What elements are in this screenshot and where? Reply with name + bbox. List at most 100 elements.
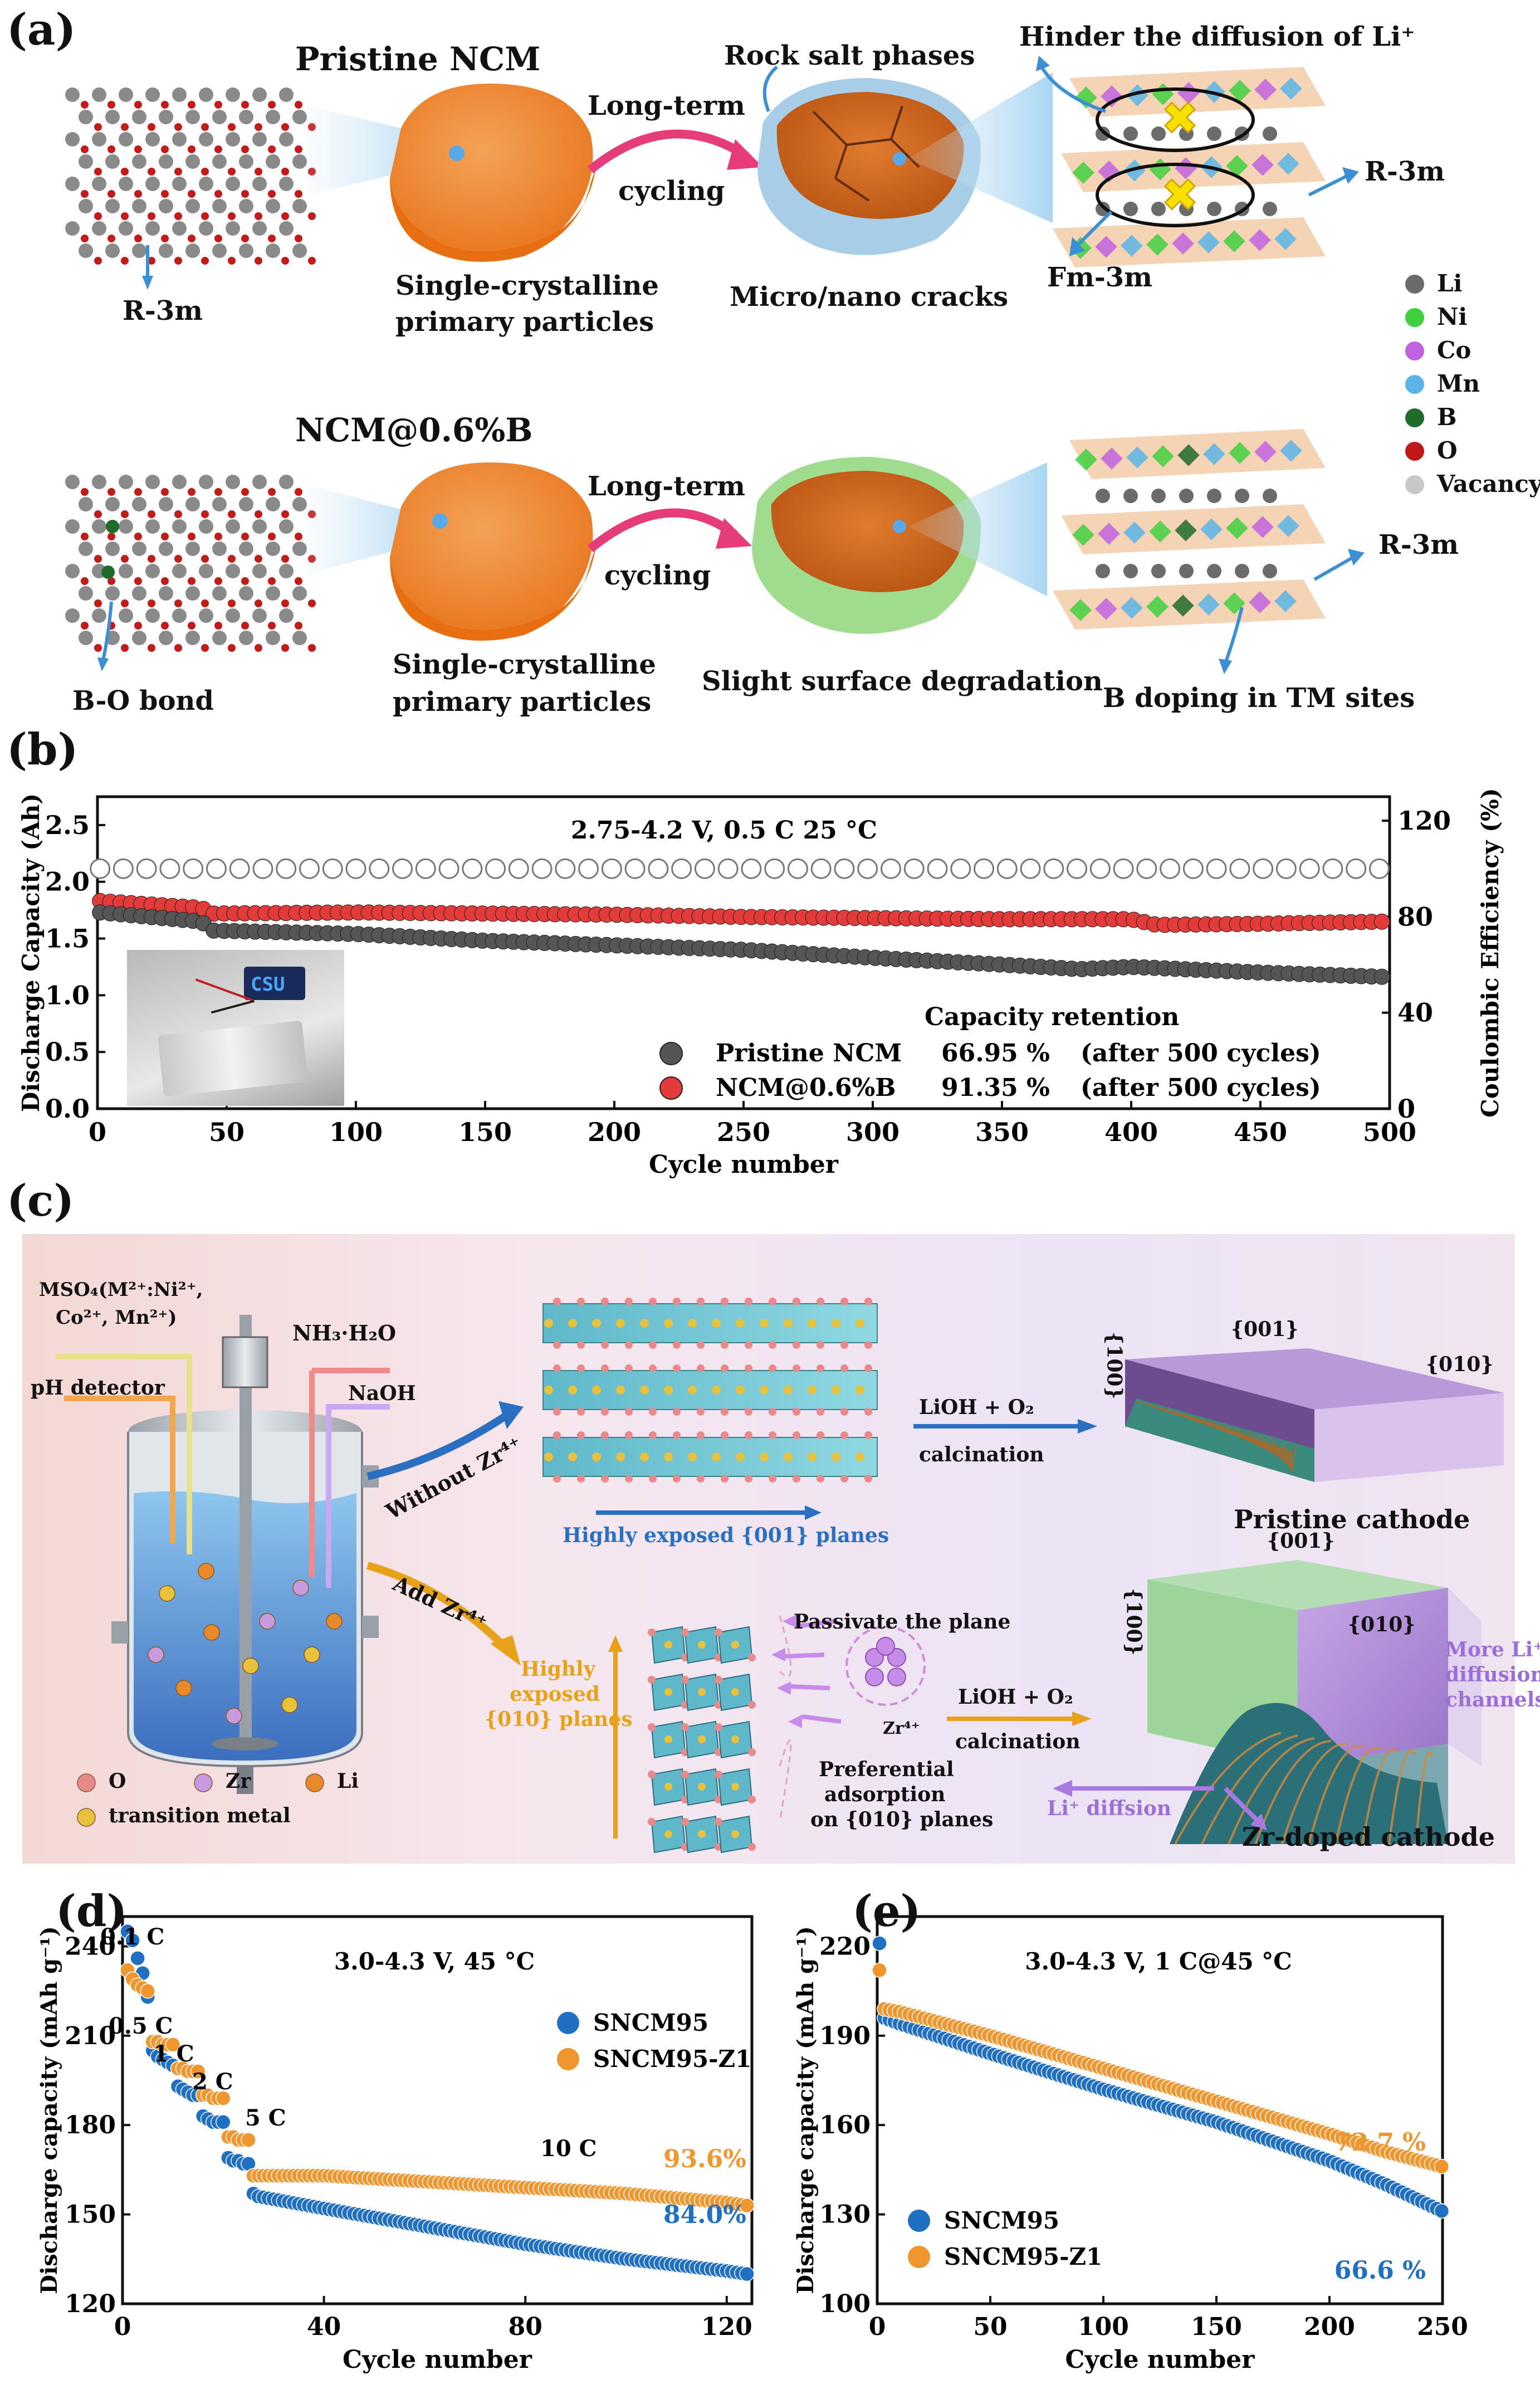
x-tick-label: 250 — [1417, 2313, 1468, 2341]
pristine-particle — [390, 84, 593, 251]
ce-point — [136, 858, 157, 879]
fm3m-label: Fm-3m — [1047, 262, 1152, 293]
data-point — [739, 2266, 755, 2282]
ce-point — [648, 858, 669, 879]
exposed-001-label: Highly exposed {001} planes — [563, 1524, 889, 1547]
reactor-particle — [242, 1657, 259, 1674]
doping-label: B doping in TM sites — [1103, 682, 1415, 714]
ce-point — [1043, 858, 1064, 879]
y-tick-label: 210 — [65, 2022, 116, 2050]
single-crystal-label-1a: Single-crystalline — [395, 270, 659, 301]
zr-cathode-block — [1147, 1560, 1482, 1845]
x-tick-label: 0 — [89, 1117, 106, 1147]
legend-swatch-o — [1405, 442, 1424, 461]
ce-point — [810, 858, 832, 879]
ce-point — [206, 858, 227, 879]
panel-c-legend-swatch — [305, 1773, 324, 1792]
ce-point — [555, 858, 576, 879]
legend-swatch-vacancy — [1405, 475, 1424, 494]
ce-point — [485, 858, 506, 879]
ce-point — [322, 858, 343, 879]
panel-label-c: (c) — [7, 1176, 75, 1226]
reactor-particle — [304, 1646, 320, 1663]
y-axis-label: Discharge Capacity (Ah) — [17, 793, 45, 1112]
retention-title: Capacity retention — [925, 1003, 1179, 1031]
y-tick-label: 160 — [819, 2111, 871, 2139]
reactor-particle — [175, 1680, 192, 1696]
nh3-label: NH₃·H₂O — [292, 1320, 397, 1345]
zr-ion — [887, 1668, 906, 1686]
long-term-label-2: Long-term — [588, 471, 745, 502]
legend-retention-note: (after 500 cycles) — [1081, 1074, 1321, 1102]
retention-end-label: 66.6 % — [1334, 2256, 1426, 2285]
x-tick-label: 450 — [1234, 1117, 1287, 1147]
ce-point — [927, 858, 948, 879]
legend-label-mn: Mn — [1437, 370, 1480, 397]
legend-label-o: O — [1437, 437, 1458, 464]
blocked-x-icon-1: ✖ — [1161, 92, 1199, 144]
rate-label: 5 C — [245, 2105, 286, 2131]
x-tick-label: 150 — [458, 1117, 512, 1147]
r3m-label-lattice: R-3m — [123, 295, 203, 326]
rate-label: 0.5 C — [109, 2013, 173, 2039]
calcination-label-top: calcination — [919, 1443, 1044, 1466]
ce-point — [1299, 858, 1320, 879]
data-point — [1434, 2158, 1450, 2175]
y-axis-label: Discharge capacity (mAh g⁻¹) — [793, 1926, 819, 2294]
y2-tick-label: 0 — [1397, 1094, 1415, 1124]
ce-point — [717, 858, 739, 879]
legend-retention-note: (after 500 cycles) — [1081, 1039, 1321, 1067]
legend-marker — [557, 2012, 579, 2034]
legend-swatch-ni — [1405, 308, 1424, 327]
panel-c-legend-swatch — [77, 1808, 96, 1827]
ce-point — [996, 858, 1018, 879]
x-tick-label: 80 — [509, 2313, 542, 2341]
rate-label: 2 C — [192, 2069, 233, 2095]
legend-label-ni: Ni — [1437, 303, 1468, 330]
ce-point — [508, 858, 529, 879]
x-tick-label: 40 — [307, 2313, 341, 2341]
bo-bond-label: B-O bond — [72, 685, 214, 716]
x-tick-label: 300 — [846, 1117, 899, 1147]
ce-point — [462, 858, 483, 879]
beam-1 — [306, 106, 448, 195]
x-tick-label: 50 — [209, 1117, 245, 1147]
legend-label: SNCM95 — [944, 2207, 1059, 2234]
legend-label: SNCM95-Z1 — [593, 2045, 751, 2073]
retention-end-label: 72.7 % — [1334, 2128, 1426, 2157]
ce-point — [415, 858, 436, 879]
rock-salt-label: Rock salt phases — [724, 40, 975, 71]
y-tick-label: 130 — [819, 2201, 871, 2229]
y2-tick-label: 40 — [1397, 998, 1433, 1028]
panel-c-legend-label: Li — [337, 1769, 359, 1793]
single-crystal-label-1b: primary particles — [395, 306, 654, 338]
zr-cluster — [845, 1626, 926, 1706]
layered-structure-010 — [648, 1626, 756, 1854]
without-zr-arrow — [366, 1412, 509, 1480]
zr-ion — [876, 1637, 895, 1656]
ph-label: pH detector — [31, 1376, 165, 1400]
ce-point — [880, 858, 901, 879]
ce-point — [903, 858, 925, 879]
y-tick-label: 2.0 — [45, 867, 90, 897]
ce-point — [1368, 858, 1390, 879]
cycling-label-1: cycling — [618, 175, 725, 207]
crystal-structure-boron — [1053, 429, 1326, 630]
more-li-label-2: diffusion — [1445, 1663, 1540, 1686]
ce-point — [1067, 858, 1088, 879]
beam-4 — [908, 462, 1047, 596]
data-point — [216, 2090, 231, 2106]
data-point — [165, 2037, 181, 2052]
x-tick-label: 350 — [975, 1117, 1029, 1147]
y-tick-label: 180 — [65, 2111, 116, 2139]
legend-swatch-li — [1405, 275, 1424, 294]
ce-point — [1020, 858, 1041, 879]
more-li-label-1: More Li⁺ — [1445, 1638, 1540, 1661]
r3m-label-1: R-3m — [1365, 156, 1445, 187]
cycling-arrow-2 — [587, 508, 738, 553]
legend-label-vacancy: Vacancy — [1437, 470, 1540, 498]
chart-frame — [876, 1915, 1444, 2305]
boron-particle — [390, 462, 593, 630]
ce-point — [183, 858, 204, 879]
chart-annotation: 3.0-4.3 V, 45 °C — [334, 1948, 535, 1975]
